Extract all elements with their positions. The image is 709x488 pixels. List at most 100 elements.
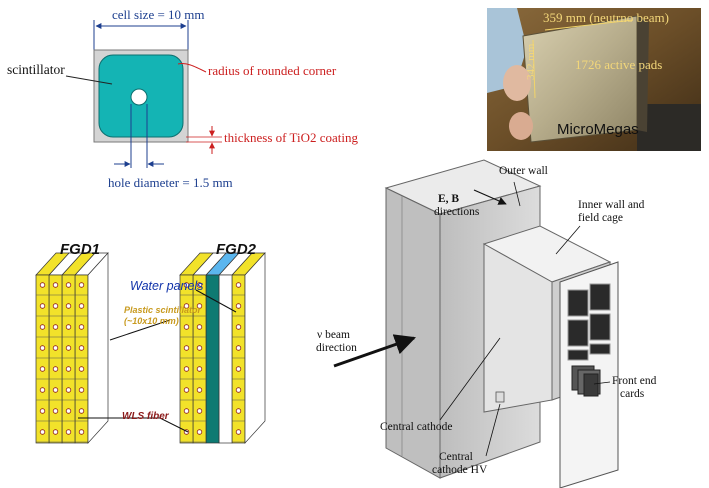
outer-wall-side [385,187,441,479]
front-end-card [583,373,599,397]
wls-fiber-hole [39,324,46,330]
wls-fiber-hole [78,387,85,393]
readout-modules [567,283,611,361]
beam-arrow [333,334,416,368]
scintillator-label: scintillator [7,62,65,77]
beam-label-line2: direction [316,342,357,354]
wls-fiber-hole [52,429,59,435]
wls-fiber-hole [235,324,242,330]
fgd2-title: FGD2 [216,241,257,258]
wls-fiber-hole [196,345,203,351]
outer-wall-leader [513,181,521,207]
module-side [244,252,266,444]
wls-fiber-hole [183,345,190,351]
wls-fiber-hole [183,282,190,288]
wls-fiber-hole [65,303,72,309]
wls-fiber-hole [39,429,46,435]
inner-wall-leader [555,225,581,255]
wls-fiber-hole [235,303,242,309]
wls-fiber-hole [183,366,190,372]
photo-hand [503,65,531,101]
wls-fiber-hole [196,303,203,309]
wls-fiber-hole [235,387,242,393]
plastic-label-line2: (~10x10 mm) [124,316,179,326]
wls-fiber-hole [183,387,190,393]
wls-leader [78,417,189,433]
readout-module [589,313,611,341]
readout-module [567,349,589,361]
corner-leader [177,63,207,73]
readout-module [589,343,611,355]
cell-size-label: cell size = 10 mm [112,7,205,22]
wls-fiber-hole [78,282,85,288]
hole-diameter-label: hole diameter = 1.5 mm [108,175,233,190]
photo-hand-lower [509,112,533,140]
wls-fiber-hole [65,345,72,351]
fgd1-title: FGD1 [60,241,101,258]
wls-fiber-hole [65,387,72,393]
readout-module [589,283,611,311]
wls-fiber-hole [78,324,85,330]
wls-fiber-hole [52,366,59,372]
wls-fiber-hole [78,303,85,309]
wls-fiber-hole [39,408,46,414]
plastic-leader [109,319,171,341]
wls-fiber-hole [235,408,242,414]
wls-fiber-hole [39,303,46,309]
wls-fiber-hole [52,408,59,414]
wls-fiber-label: WLS fiber [122,411,169,422]
wls-fiber-hole [52,345,59,351]
wls-fiber-hole [39,282,46,288]
beam-label-line1: ν beam [317,329,350,341]
wls-fiber-hole [183,408,190,414]
fiber-hole [130,88,148,106]
eb-label-line1: E, B [438,193,460,205]
outer-wall-label: Outer wall [499,165,548,177]
photo-brand-label: MicroMegas [557,121,639,138]
front-end-leader [593,381,611,385]
wls-fiber-hole [196,366,203,372]
wls-fiber-hole [235,282,242,288]
micromegas-photo-drawing [487,8,701,151]
wls-fiber-hole [183,324,190,330]
photo-bench [637,104,701,151]
cathode-hv-label-line1: Central [439,451,473,463]
wls-fiber-hole [39,345,46,351]
scintillator-leader [65,75,113,85]
wls-fiber-hole [65,324,72,330]
module-side [87,252,109,444]
readout-module [567,289,589,317]
photo-pads-label: 1726 active pads [575,57,663,72]
photo-beam-label: 359 mm (neutrno beam) [543,10,669,25]
wls-fiber-hole [65,429,72,435]
scintillator-layer [179,274,194,444]
wls-fiber-hole [235,366,242,372]
eb-direction-arrow [473,189,507,205]
wls-fiber-hole [52,303,59,309]
water-leader [195,289,237,313]
cathode-hv-label-line2: cathode HV [432,464,488,476]
wls-fiber-hole [78,429,85,435]
water-panels-label: Water panels [130,279,204,293]
wls-fiber-hole [65,408,72,414]
wls-fiber-hole [235,345,242,351]
wls-fiber-hole [196,282,203,288]
plastic-label-line1: Plastic scintillator [124,305,202,315]
wls-fiber-hole [183,303,190,309]
coating-label: thickness of TiO2 coating [224,130,358,145]
wls-fiber-hole [196,429,203,435]
inner-wall-label-line2: field cage [578,212,624,224]
wls-fiber-hole [78,345,85,351]
wls-fiber-hole [52,282,59,288]
cathode-leader [439,337,501,421]
photo-board-edge [637,16,649,132]
micromegas-photo: 359 mm (neutrno beam) 342 mm 1726 active… [487,8,701,151]
corner-label: radius of rounded corner [208,63,337,78]
photo-beam-arrow [544,19,634,31]
front-end-label-line2: cards [620,388,645,400]
wls-fiber-hole [196,324,203,330]
wls-fiber-hole [78,408,85,414]
fgd1-module [35,252,109,444]
